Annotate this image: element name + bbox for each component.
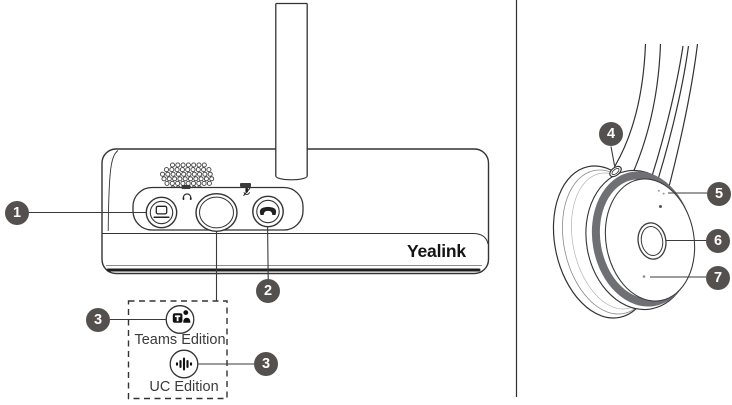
led-indicator	[657, 189, 665, 195]
panel-tab-left	[181, 185, 191, 189]
base-left-edge-line	[107, 150, 119, 232]
yealink-logo: Yealink	[407, 241, 466, 261]
voice-wave-icon	[169, 349, 199, 379]
base-leader-lines	[29, 211, 269, 365]
panel-tab-right	[240, 183, 251, 187]
callout-7-microphone: 7	[706, 265, 730, 290]
editions-dashed-box	[127, 300, 228, 400]
headset-leader-lines	[610, 146, 707, 278]
face-dot	[659, 205, 662, 208]
headset-call-button	[637, 222, 667, 260]
callout-5-led-indicator: 5	[707, 181, 731, 206]
uc-edition-label: UC Edition	[149, 378, 219, 395]
teams-uc-button	[195, 192, 238, 232]
hook-button	[252, 195, 284, 228]
mic-mute-icon	[243, 187, 251, 197]
base-front-edge-line	[102, 233, 489, 245]
headset-illustration	[552, 43, 707, 319]
headset-top-button	[609, 165, 622, 178]
callout-3-uc-button: 3	[254, 352, 278, 376]
callout-3-teams-button: 3	[86, 307, 110, 332]
teams-edition-label: Teams Edition	[134, 332, 226, 348]
callout-2-hook-button: 2	[256, 279, 280, 303]
charging-stand-pole	[275, 2, 308, 181]
callout-4-top-button: 4	[599, 122, 623, 146]
headset-icon	[182, 193, 192, 200]
callout-1-pc-button: 1	[5, 200, 29, 225]
laptop-icon	[153, 205, 170, 219]
base-station-illustration	[29, 2, 490, 400]
pc-button	[145, 196, 178, 229]
callout-6-call-button: 6	[706, 228, 730, 253]
ms-teams-icon	[165, 305, 195, 334]
microphone-dot	[642, 275, 646, 278]
headband	[614, 43, 699, 199]
handset-icon	[259, 206, 277, 215]
button-panel	[132, 183, 304, 232]
